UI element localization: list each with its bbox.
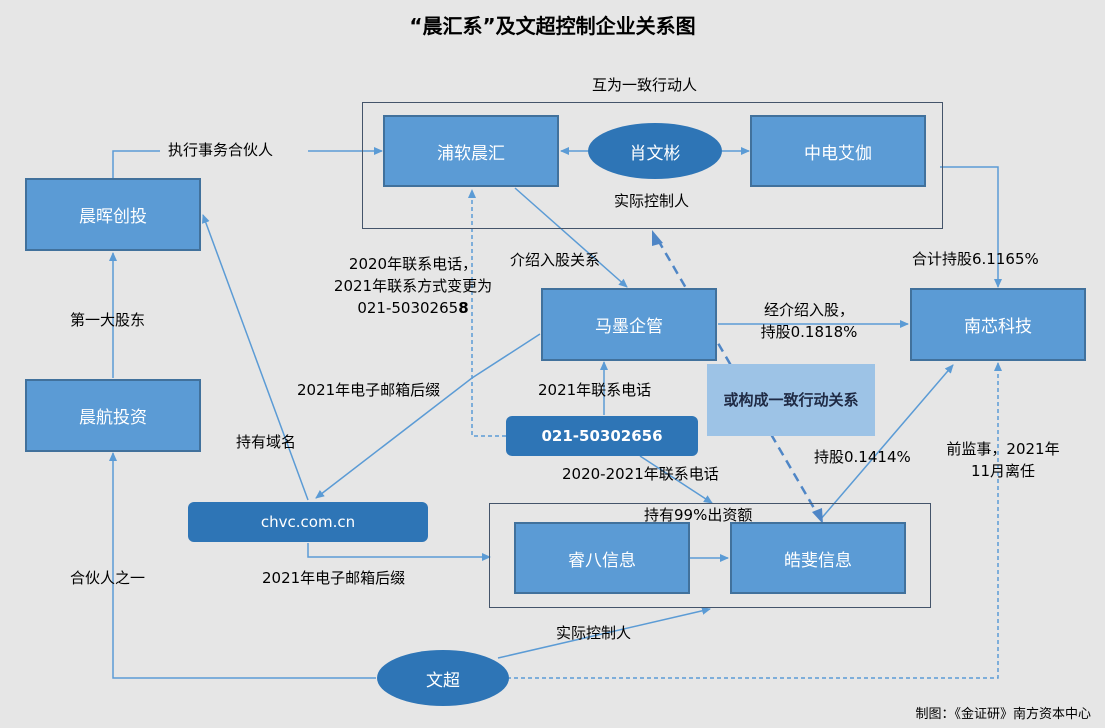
edge-zhongdian-nanxin	[940, 166, 1002, 288]
edge-mamo-domain	[315, 333, 541, 499]
label-intro-stake: 经介绍入股， 持股0.1818%	[744, 299, 874, 343]
node-nanxin-keji[interactable]: 南芯科技	[910, 288, 1086, 361]
edge-chenhui-purun	[112, 150, 160, 178]
label-partner-one: 合伙人之一	[70, 569, 146, 587]
node-chenhui-chuangtou[interactable]: 晨晖创投	[25, 178, 201, 251]
label-phone-2021: 2021年联系电话	[538, 381, 652, 399]
label-phone-change-line3: 021-50302658	[318, 297, 508, 319]
label-email-suffix-bottom: 2021年电子邮箱后缀	[262, 569, 406, 587]
label-exec-partner: 执行事务合伙人	[168, 141, 274, 159]
label-former-supervisor-line2: 11月离任	[970, 462, 1036, 480]
concert-note: 或构成一致行动关系	[707, 364, 875, 436]
label-phone-change-line1: 2020年联系电话，	[348, 255, 478, 273]
edge-wenchao-chenhang	[109, 452, 376, 679]
node-haofei-xinxi[interactable]: 皓斐信息	[730, 522, 906, 594]
label-stake-01414: 持股0.1414%	[814, 448, 911, 466]
label-actual-controller-top: 实际控制人	[614, 192, 690, 210]
label-phone-change-bold: 8	[458, 299, 469, 317]
label-actual-controller-bottom: 实际控制人	[556, 624, 632, 642]
label-domain-owner: 持有域名	[236, 433, 297, 451]
node-xiao-wenbin[interactable]: 肖文彬	[588, 123, 722, 179]
edge-phone-haofei	[639, 455, 713, 504]
edge-concert-possible	[656, 239, 820, 516]
concert-arrow-bottom	[812, 508, 823, 524]
label-phone-change-number: 021-5030265	[357, 299, 459, 317]
label-former-supervisor-line1: 前监事，2021年	[946, 440, 1060, 458]
edge-purun-mamo	[514, 187, 628, 288]
ruiba-haofei-frame	[489, 503, 931, 608]
label-phone-change-line2: 2021年联系方式变更为	[333, 277, 493, 295]
node-domain[interactable]: chvc.com.cn	[188, 502, 428, 542]
node-mamo-qiguan[interactable]: 马墨企管	[541, 288, 717, 361]
node-wen-chao[interactable]: 文超	[377, 650, 509, 706]
label-email-suffix-top: 2021年电子邮箱后缀	[297, 381, 441, 399]
label-hold-99: 持有99%出资额	[644, 506, 753, 524]
label-intro-stake-line2: 持股0.1818%	[760, 323, 858, 341]
concert-group-frame	[362, 102, 943, 229]
edge-haofei-nanxin	[819, 364, 954, 521]
label-largest-shareholder: 第一大股东	[70, 311, 146, 329]
edge-wenchao-frame	[497, 606, 711, 659]
label-intro-relation: 介绍入股关系	[510, 251, 601, 269]
concert-arrow-top	[652, 230, 663, 246]
page-title: “晨汇系”及文超控制企业关系图	[409, 14, 696, 38]
node-purun-chenhui[interactable]: 浦软晨汇	[383, 115, 559, 187]
label-former-supervisor: 前监事，2021年 11月离任	[938, 438, 1068, 482]
label-phone-2020-2021: 2020-2021年联系电话	[562, 465, 719, 483]
node-phone-number[interactable]: 021-50302656	[506, 416, 698, 456]
label-concert-group: 互为一致行动人	[592, 76, 698, 94]
label-total-stake: 合计持股6.1165%	[912, 250, 1039, 268]
label-phone-change: 2020年联系电话， 2021年联系方式变更为 021-50302658	[318, 253, 508, 319]
node-zhongdian-aijia[interactable]: 中电艾伽	[750, 115, 926, 187]
label-intro-stake-line1: 经介绍入股，	[763, 301, 854, 319]
node-ruiba-xinxi[interactable]: 睿八信息	[514, 522, 690, 594]
node-chenhang-touzi[interactable]: 晨航投资	[25, 379, 201, 452]
edge-domain-frame	[307, 543, 491, 561]
edge-phone-purun	[468, 189, 506, 437]
edge-wenchao-nanxin	[500, 362, 1002, 679]
credit-text: 制图：《金证研》南方资本中心	[915, 707, 1091, 722]
edge-domain-chenhui	[202, 214, 309, 501]
